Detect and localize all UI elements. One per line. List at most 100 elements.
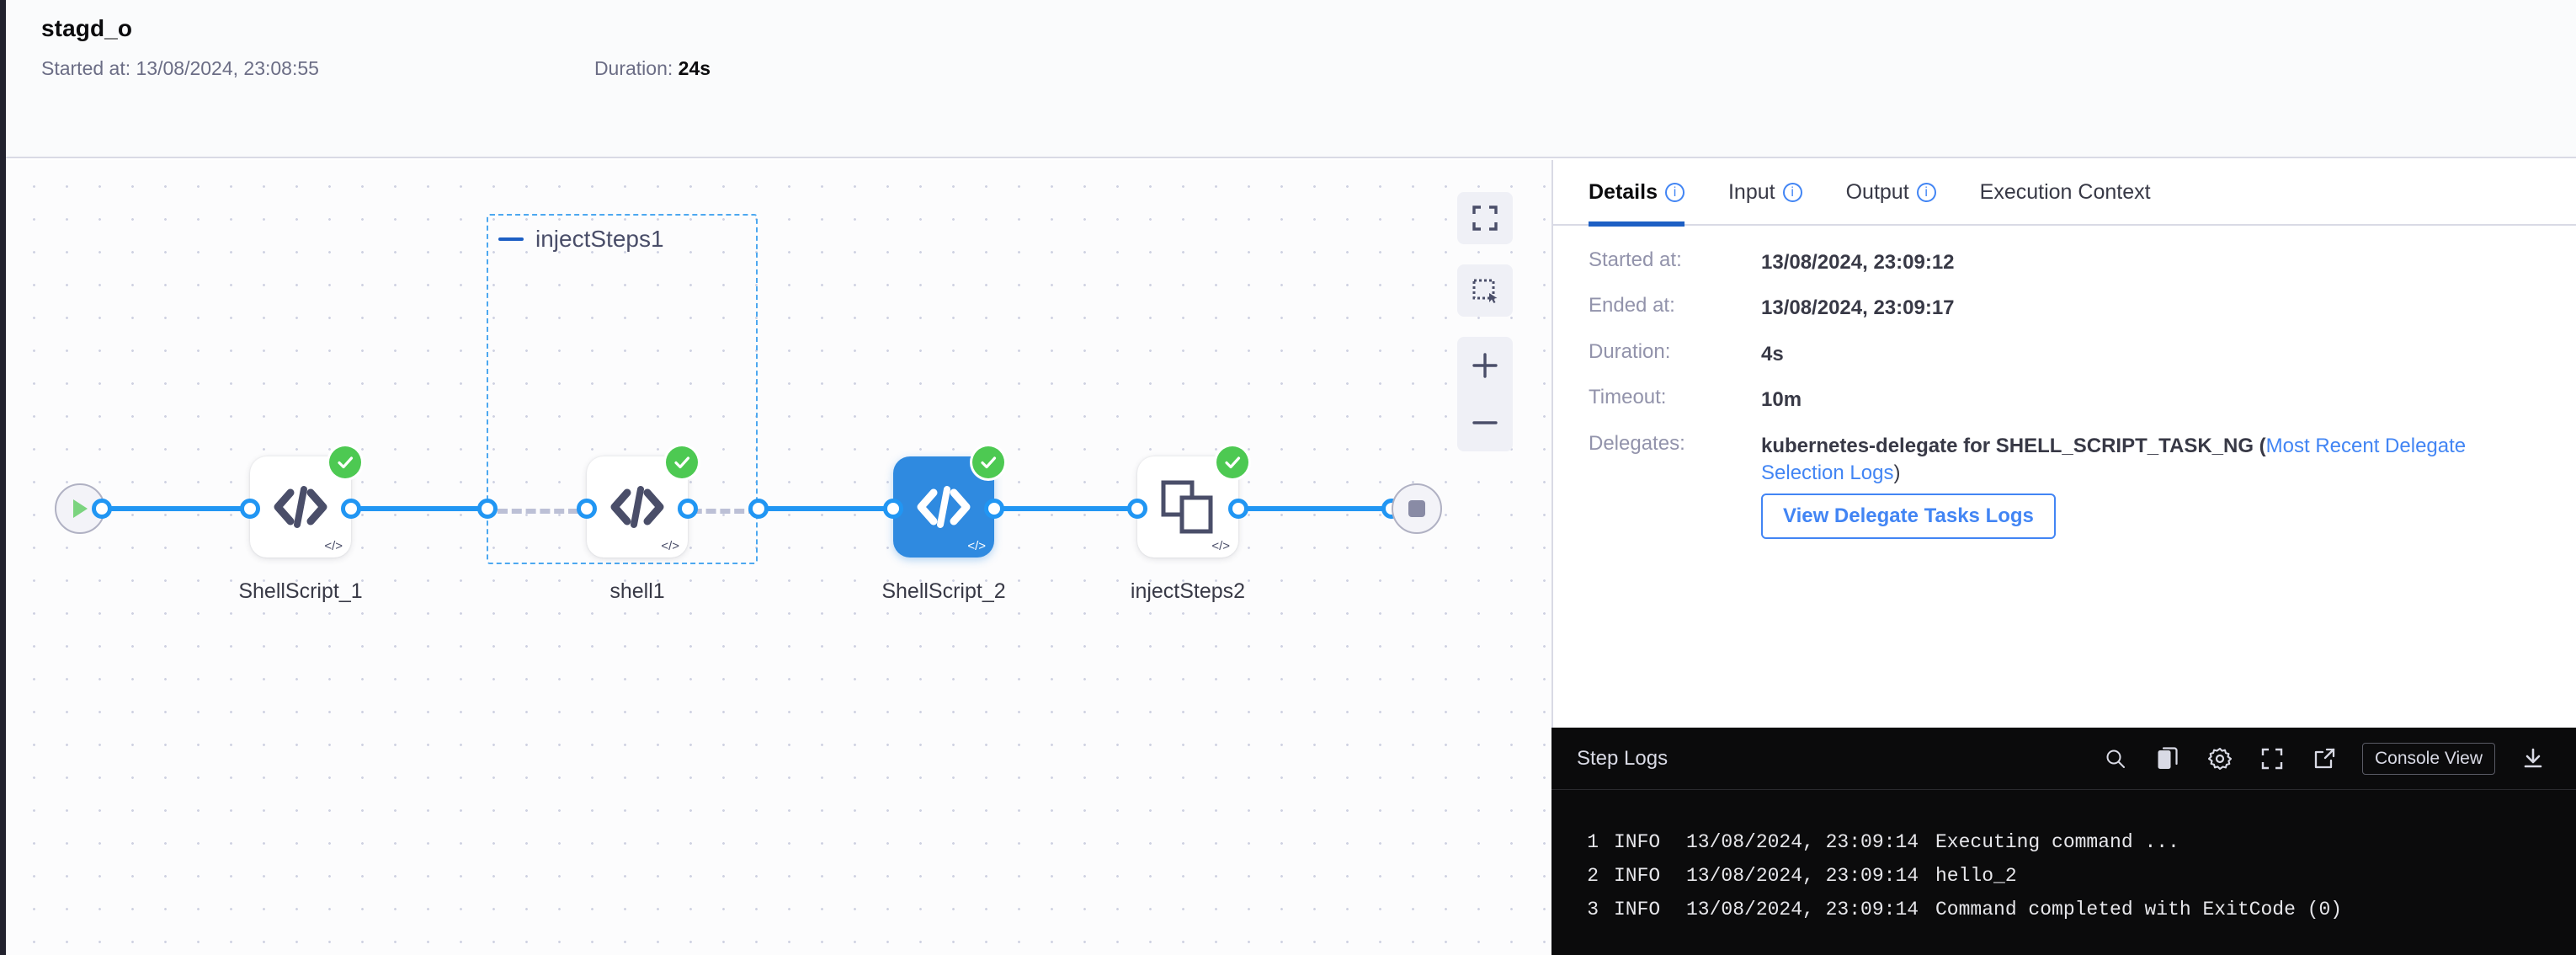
view-delegate-tasks-logs-button[interactable]: View Delegate Tasks Logs (1761, 494, 2056, 540)
detail-value-delegates: kubernetes-delegate for SHELL_SCRIPT_TAS… (1761, 433, 2541, 540)
node-label-injectsteps2: injectSteps2 (1130, 579, 1246, 603)
status-badge-success (1216, 446, 1248, 478)
detail-row-started-at: Started at: 13/08/2024, 23:09:12 (1589, 248, 2541, 276)
play-icon (73, 499, 88, 518)
tab-details-label: Details (1589, 179, 1658, 204)
fit-to-screen-button[interactable] (1457, 192, 1513, 244)
log-line-message: Executing command ... (1935, 831, 2179, 853)
detail-label-timeout: Timeout: (1589, 386, 1667, 409)
copy-icon[interactable] (2153, 744, 2182, 773)
zoom-controls (1457, 337, 1513, 451)
info-icon[interactable]: i (1782, 182, 1802, 202)
step-logs-header: Step Logs (1551, 728, 2576, 790)
node-label-shellscript-2: ShellScript_2 (881, 579, 1006, 603)
port-start-out[interactable] (92, 499, 112, 519)
detail-row-ended-at: Ended at: 13/08/2024, 23:09:17 (1589, 294, 2541, 322)
node-label-shell1: shell1 (609, 579, 665, 603)
tab-input[interactable]: Input i (1706, 159, 1824, 225)
tab-execution-context[interactable]: Execution Context (1958, 159, 2173, 225)
edge-injectsteps2-to-end (1242, 506, 1390, 511)
port-shellscript2-out[interactable] (984, 499, 1004, 519)
code-small-icon: </> (324, 539, 343, 553)
node-shellscript-2[interactable]: </> (893, 446, 1004, 558)
pipeline-canvas[interactable]: injectSteps1 (6, 160, 1551, 955)
log-lines[interactable]: 1 INFO 13/08/2024, 23:09:14 Executing co… (1551, 790, 2576, 926)
port-shell1-in[interactable] (577, 499, 597, 519)
step-logs-title: Step Logs (1577, 746, 1669, 770)
log-line-message: hello_2 (1935, 865, 2017, 887)
code-small-icon: </> (661, 539, 679, 553)
plus-icon (1472, 353, 1498, 378)
step-group-label: injectSteps1 (535, 226, 664, 252)
detail-row-delegates: Delegates: kubernetes-delegate for SHELL… (1589, 432, 2541, 540)
code-icon (917, 486, 971, 528)
node-shellscript-1[interactable]: </> (250, 446, 361, 558)
port-group-in[interactable] (477, 499, 498, 519)
delegate-selection-logs-link[interactable]: Most Recent Delegate Selection Logs (1761, 434, 2467, 484)
detail-value-started-at: 13/08/2024, 23:09:12 (1761, 251, 1955, 274)
detail-value-duration: 4s (1761, 342, 1784, 365)
tab-output[interactable]: Output i (1824, 159, 1958, 225)
node-label-shellscript-1: ShellScript_1 (238, 579, 363, 603)
log-line: 1 INFO 13/08/2024, 23:09:14 Executing co… (1551, 825, 2576, 859)
fullscreen-icon (1472, 205, 1498, 231)
minus-icon (1472, 421, 1498, 424)
port-shellscript1-in[interactable] (240, 499, 260, 519)
log-line-number: 1 (1587, 831, 1599, 853)
gear-icon[interactable] (2206, 744, 2234, 773)
delegates-suffix: ) (1893, 461, 1901, 484)
end-node[interactable] (1392, 483, 1442, 534)
node-injectsteps2[interactable]: </> (1137, 446, 1248, 558)
started-at-meta: Started at: 13/08/2024, 23:08:55 (41, 57, 319, 80)
log-line-message: Command completed with ExitCode (0) (1935, 899, 2343, 920)
duration-label: Duration: (593, 57, 673, 79)
left-nav-rail (0, 0, 6, 955)
detail-tabs: Details i Input i Output i Execution Con… (1553, 159, 2576, 227)
tab-execution-context-label: Execution Context (1979, 179, 2151, 204)
fullscreen-icon[interactable] (2258, 744, 2286, 773)
edge-group-in-dashed (498, 509, 578, 514)
edge-shellscript2-to-injectsteps2 (998, 506, 1147, 511)
external-link-icon[interactable] (2310, 744, 2339, 773)
step-group-injectSteps1[interactable] (487, 214, 758, 564)
log-line-timestamp: 13/08/2024, 23:09:14 (1686, 899, 1919, 920)
port-shellscript1-out[interactable] (341, 499, 361, 519)
canvas-controls (1457, 192, 1513, 451)
zoom-out-button[interactable] (1457, 394, 1513, 451)
detail-label-duration: Duration: (1589, 339, 1671, 363)
duration-meta: Duration: 24s (594, 57, 711, 80)
detail-label-ended-at: Ended at: (1589, 294, 1675, 317)
download-icon[interactable] (2519, 744, 2547, 773)
port-shell1-out[interactable] (678, 499, 698, 519)
detail-row-timeout: Timeout: 10m (1589, 386, 2541, 413)
port-injectsteps2-in[interactable] (1127, 499, 1147, 519)
status-badge-success (666, 446, 698, 478)
port-injectsteps2-out[interactable] (1228, 499, 1248, 519)
info-icon[interactable]: i (1664, 182, 1685, 202)
log-line-timestamp: 13/08/2024, 23:09:14 (1686, 831, 1919, 853)
detail-label-started-at: Started at: (1589, 248, 1682, 271)
node-shell1[interactable]: </> (587, 446, 698, 558)
log-line: 3 INFO 13/08/2024, 23:09:14 Command comp… (1551, 893, 2576, 926)
minus-icon[interactable] (498, 237, 524, 241)
zoom-in-button[interactable] (1457, 337, 1513, 394)
log-line-level: INFO (1614, 899, 1661, 920)
info-icon[interactable]: i (1916, 182, 1936, 202)
step-group-header[interactable]: injectSteps1 (498, 226, 664, 253)
log-line-number: 3 (1587, 899, 1599, 920)
edge-start-to-shellscript1 (102, 506, 252, 511)
selection-box-button[interactable] (1457, 264, 1513, 317)
detail-value-ended-at: 13/08/2024, 23:09:17 (1761, 296, 1955, 320)
port-group-out[interactable] (748, 499, 769, 519)
edge-shellscript1-to-group (343, 506, 492, 511)
check-icon (674, 456, 690, 469)
port-shellscript2-in[interactable] (883, 499, 903, 519)
console-view-button[interactable]: Console View (2361, 742, 2495, 775)
tab-details[interactable]: Details i (1589, 159, 1706, 227)
started-at-value: 13/08/2024, 23:08:55 (136, 57, 319, 79)
execution-meta: Started at: 13/08/2024, 23:08:55 Duratio… (41, 57, 711, 80)
search-icon[interactable] (2101, 744, 2130, 773)
step-logs-panel: Step Logs (1551, 728, 2576, 955)
copy-stack-icon (1161, 480, 1213, 534)
detail-row-duration: Duration: 4s (1589, 339, 2541, 368)
